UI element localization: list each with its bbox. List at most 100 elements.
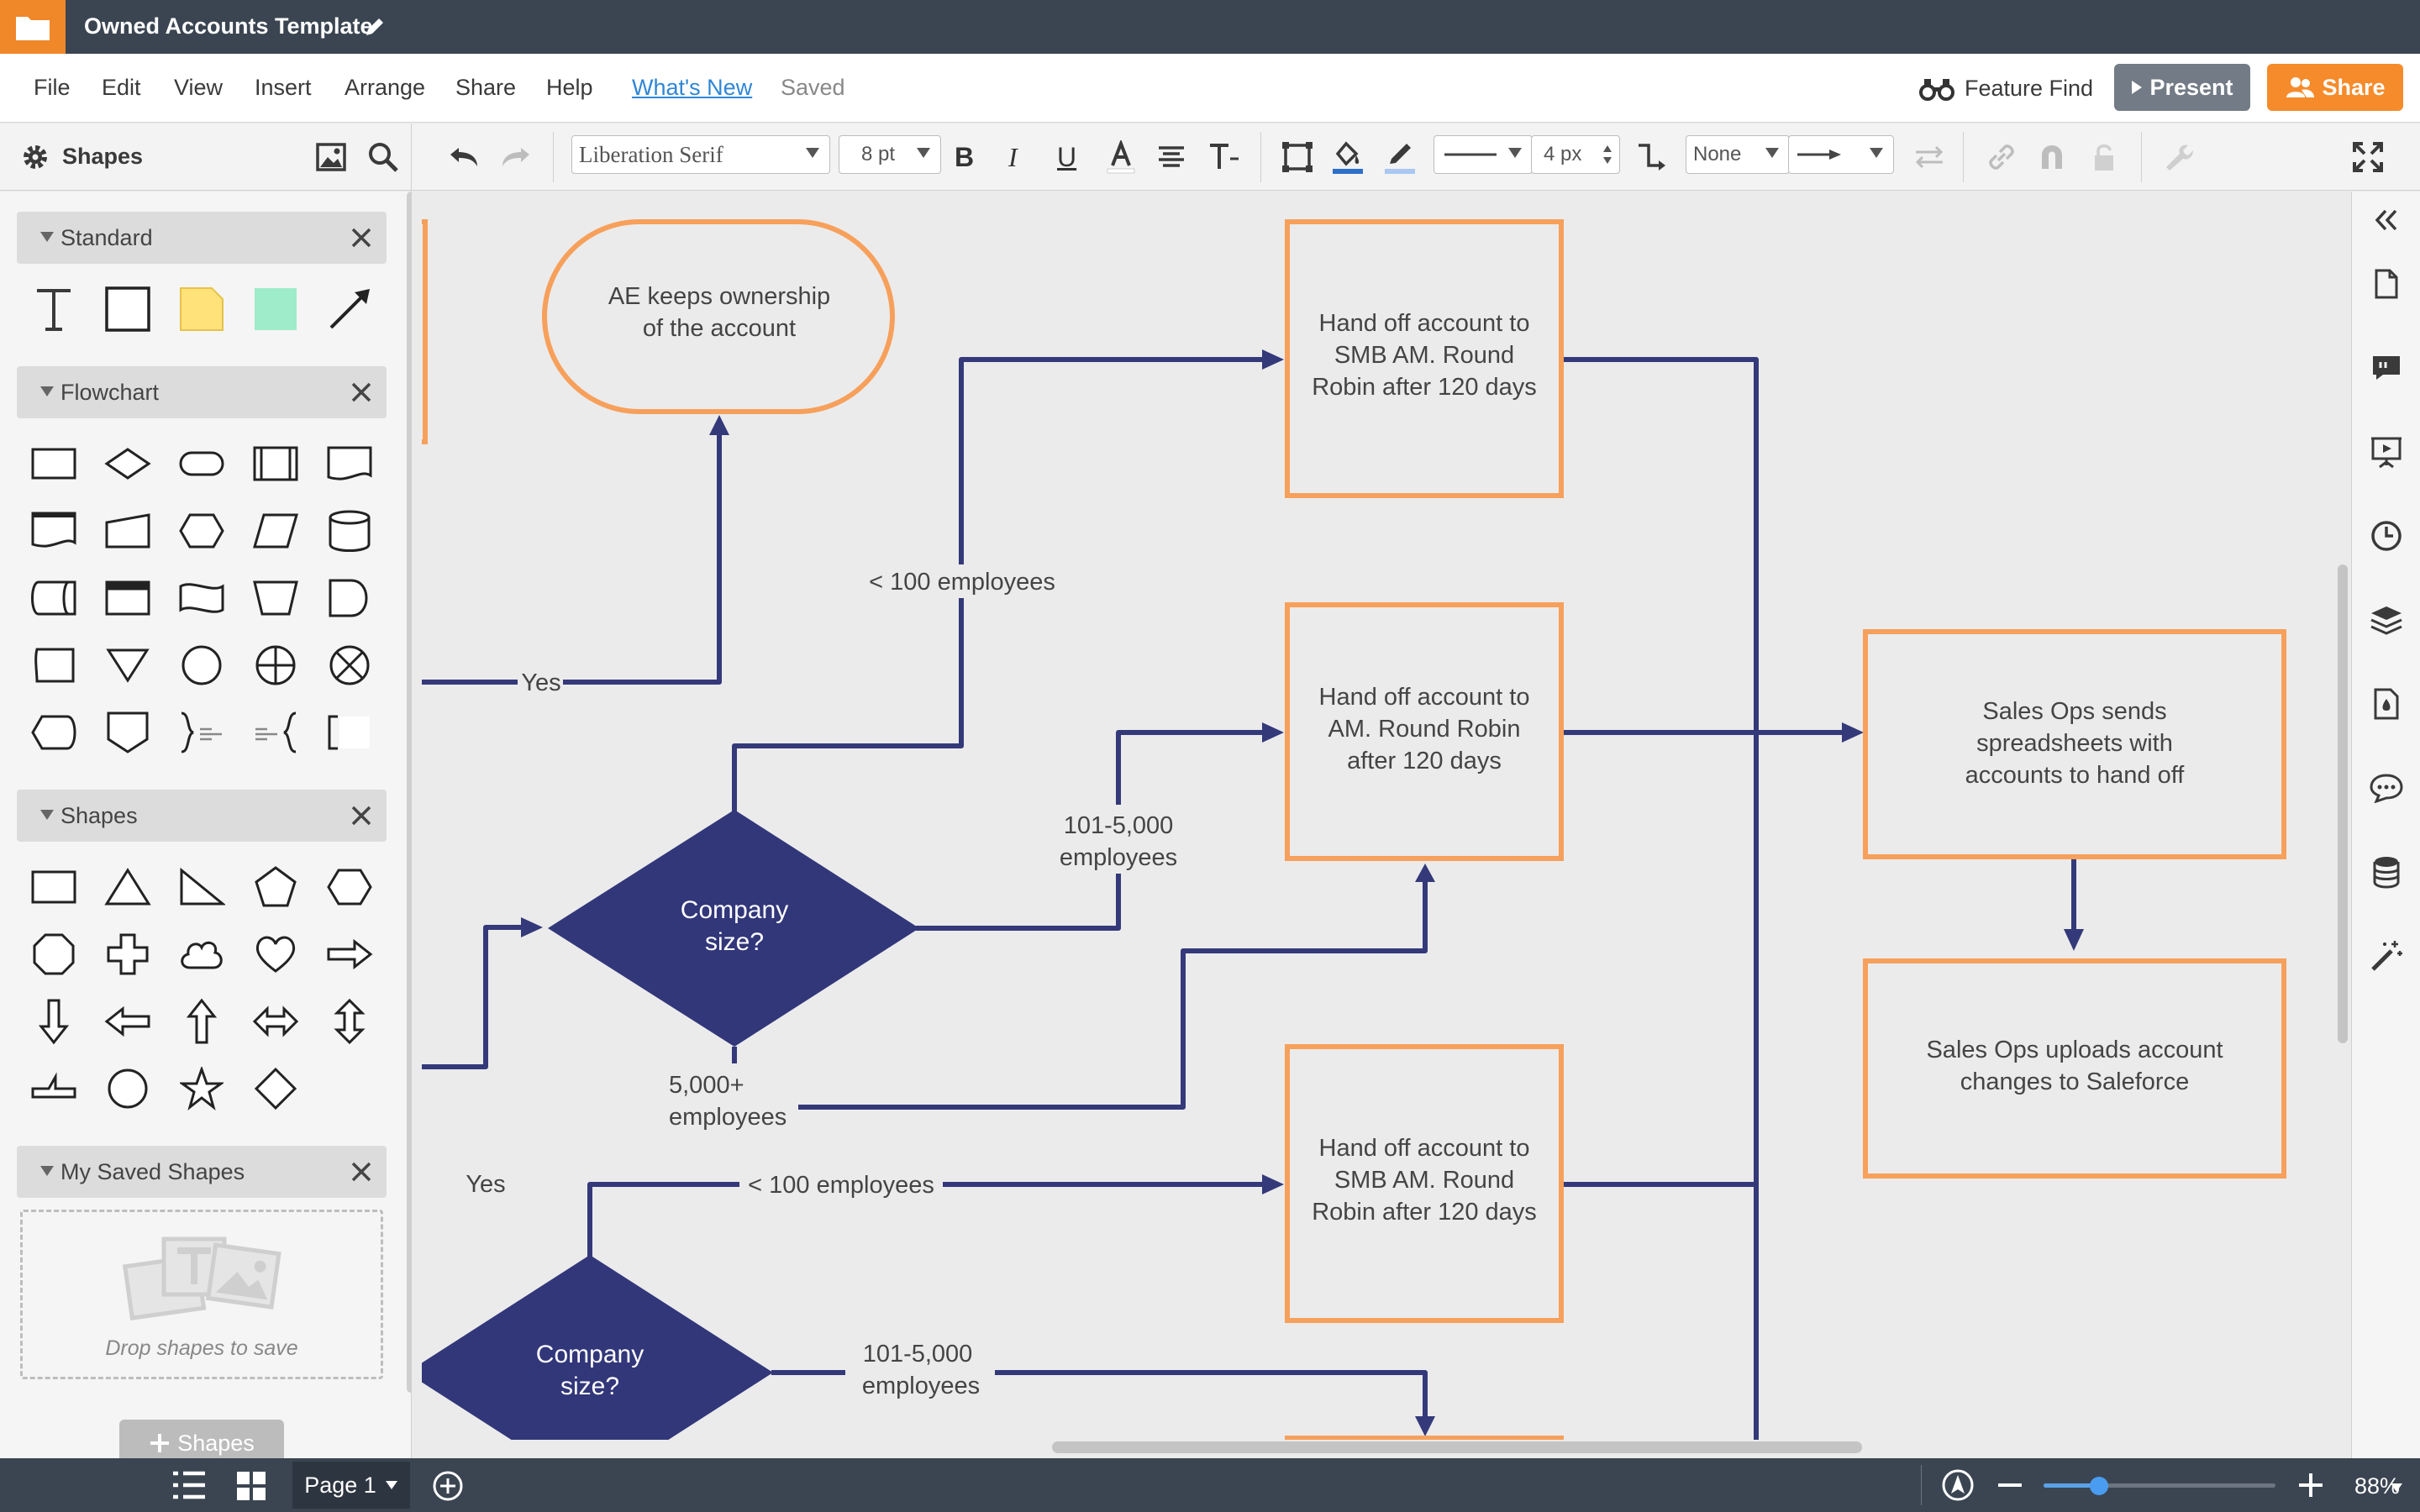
collapse-triangle-icon[interactable] — [40, 810, 54, 820]
history-clock-icon[interactable] — [2370, 519, 2403, 553]
diamond-shape[interactable] — [239, 1055, 313, 1122]
arrow-line-shape[interactable] — [313, 276, 387, 343]
connector-lt100-bottom[interactable] — [587, 1182, 1270, 1257]
decision-company-size-2[interactable]: Company size? — [422, 1255, 773, 1440]
pentagon-shape[interactable] — [239, 853, 313, 921]
label-lt100-bottom[interactable]: < 100 employees — [748, 1172, 934, 1199]
offscreen-process-box[interactable] — [422, 219, 428, 444]
comment-quote-icon[interactable] — [2370, 351, 2403, 385]
share-button[interactable]: Share — [2267, 64, 2403, 111]
decision-shape[interactable] — [91, 430, 165, 497]
process-sales-ops-sends[interactable]: Sales Ops sends spreadsheets with accoun… — [1863, 629, 2286, 859]
line-color-icon[interactable] — [1383, 140, 1417, 174]
swap-arrows-icon[interactable] — [1912, 140, 1946, 174]
label-midrange-bottom-1[interactable]: 101-5,000 — [863, 1341, 973, 1368]
fill-color-icon[interactable] — [1331, 140, 1365, 174]
line-style-select[interactable] — [1434, 135, 1533, 174]
filled-block-shape[interactable] — [239, 276, 313, 343]
page-style-icon[interactable] — [2370, 687, 2403, 721]
list-view-icon[interactable] — [171, 1470, 207, 1504]
text-shape[interactable] — [17, 276, 91, 343]
collapse-triangle-icon[interactable] — [40, 232, 54, 242]
connector-shape[interactable] — [165, 632, 239, 699]
brace-left-note-shape[interactable] — [239, 699, 313, 766]
brace-right-note-shape[interactable] — [165, 699, 239, 766]
undo-icon[interactable] — [447, 140, 481, 174]
fullscreen-icon[interactable] — [2351, 140, 2385, 174]
italic-icon[interactable]: I — [1008, 142, 1018, 172]
presentation-icon[interactable] — [2370, 435, 2403, 469]
octagon-shape[interactable] — [17, 921, 91, 988]
connector-elbow-icon[interactable] — [1635, 140, 1669, 174]
sidebar-scrollbar[interactable] — [407, 192, 411, 1393]
feature-find-button[interactable]: Feature Find — [1919, 71, 2093, 106]
internal-storage-shape[interactable] — [91, 564, 165, 632]
add-shapes-button[interactable]: Shapes — [119, 1420, 284, 1458]
navigate-compass-icon[interactable] — [1941, 1468, 1975, 1506]
zoom-level-value[interactable]: 88% — [2354, 1473, 2401, 1499]
off-page-reference-shape[interactable] — [91, 699, 165, 766]
menu-edit[interactable]: Edit — [102, 75, 141, 100]
label-large-1[interactable]: 5,000+ — [669, 1072, 744, 1099]
close-icon[interactable] — [348, 1158, 375, 1185]
label-midrange-top-1[interactable]: 101-5,000 — [1064, 812, 1174, 839]
label-midrange-top-2[interactable]: employees — [1060, 844, 1177, 871]
page-icon[interactable] — [2370, 267, 2403, 301]
collapse-panel-icon[interactable] — [2370, 203, 2403, 237]
diagram-canvas[interactable]: AE keeps ownership of the account Hand o… — [422, 192, 2351, 1440]
label-midrange-bottom-2[interactable]: employees — [862, 1373, 980, 1399]
arrow-left-right-shape[interactable] — [239, 988, 313, 1055]
hexagon-shape[interactable] — [313, 853, 387, 921]
terminator-shape[interactable] — [165, 430, 239, 497]
summing-junction-shape[interactable] — [239, 632, 313, 699]
connector-yes-to-decision[interactable] — [422, 925, 528, 1069]
menu-view[interactable]: View — [174, 75, 224, 100]
label-large-2[interactable]: employees — [669, 1104, 786, 1131]
cloud-shape[interactable] — [165, 921, 239, 988]
cross-shape[interactable] — [91, 921, 165, 988]
document-shape[interactable] — [313, 430, 387, 497]
add-page-icon[interactable] — [432, 1470, 464, 1506]
delay-shape[interactable] — [313, 564, 387, 632]
manual-input-shape[interactable] — [91, 497, 165, 564]
square-shape[interactable] — [17, 853, 91, 921]
canvas-vertical-scrollbar[interactable] — [2338, 564, 2348, 1043]
terminal-ae-keeps-ownership[interactable]: AE keeps ownership of the account — [542, 219, 895, 414]
menu-file[interactable]: File — [34, 75, 71, 100]
font-size-select[interactable]: 8 pt — [839, 135, 941, 174]
collapse-triangle-icon[interactable] — [40, 386, 54, 396]
line-end-select[interactable] — [1788, 135, 1894, 174]
rectangle-shape[interactable] — [91, 276, 165, 343]
align-icon[interactable] — [1155, 140, 1188, 174]
menu-share[interactable]: Share — [455, 75, 517, 100]
document-title[interactable]: Owned Accounts Template — [84, 13, 373, 39]
process-sales-ops-uploads[interactable]: Sales Ops uploads account changes to Sal… — [1863, 958, 2286, 1179]
section-shapes[interactable]: Shapes — [17, 790, 387, 842]
font-family-select[interactable]: Liberation Serif — [571, 135, 830, 174]
close-icon[interactable] — [348, 802, 375, 829]
folder-icon[interactable] — [0, 0, 66, 54]
sticky-note-shape[interactable] — [165, 276, 239, 343]
multi-document-shape[interactable] — [17, 497, 91, 564]
menu-arrange[interactable]: Arrange — [345, 75, 426, 100]
database-shape[interactable] — [313, 497, 387, 564]
triangle-shape[interactable] — [91, 853, 165, 921]
callout-shape[interactable] — [17, 1055, 91, 1122]
magnet-icon[interactable] — [2035, 140, 2069, 174]
or-shape[interactable] — [313, 632, 387, 699]
gear-icon[interactable] — [18, 140, 52, 174]
card-shape[interactable] — [17, 632, 91, 699]
grid-view-icon[interactable] — [235, 1470, 267, 1506]
lock-icon[interactable] — [2087, 140, 2121, 174]
predefined-process-shape[interactable] — [239, 430, 313, 497]
search-icon[interactable] — [366, 140, 400, 174]
process-handoff-smb-bottom[interactable]: Hand off account to SMB AM. Round Robin … — [1285, 1044, 1564, 1323]
arrow-right-shape[interactable] — [313, 921, 387, 988]
chat-icon[interactable] — [2370, 771, 2403, 805]
display-shape[interactable] — [17, 699, 91, 766]
arrow-up-down-shape[interactable] — [313, 988, 387, 1055]
zoom-in-icon[interactable] — [2297, 1472, 2324, 1503]
present-button[interactable]: Present — [2114, 64, 2250, 111]
section-my-saved-shapes[interactable]: My Saved Shapes — [17, 1146, 387, 1198]
right-triangle-shape[interactable] — [165, 853, 239, 921]
